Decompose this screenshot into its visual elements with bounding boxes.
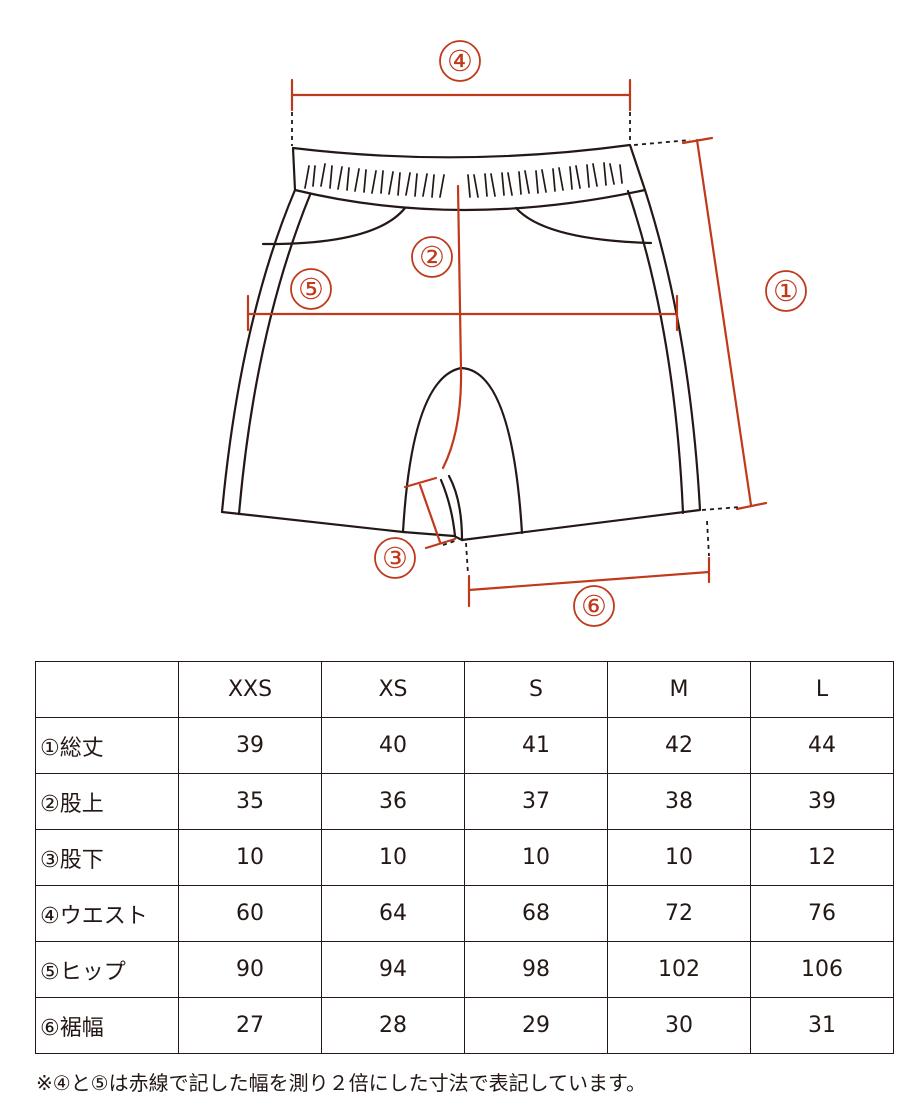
size-chart-table: XXS XS S M L ①総丈 39 40 41 42 44 ②股上 35 3… — [35, 661, 894, 1054]
marker-hip: ⑤ — [290, 268, 332, 310]
table-cell: 10 — [464, 829, 608, 886]
svg-text:④: ④ — [447, 44, 473, 78]
table-cell: 44 — [750, 717, 894, 774]
header-size-xxs: XXS — [178, 661, 322, 718]
table-cell: 98 — [464, 941, 608, 998]
right-side-stripe — [626, 189, 685, 515]
svg-text:⑤: ⑤ — [298, 272, 324, 306]
shorts-body — [220, 143, 702, 542]
waistband-lower-edge — [293, 188, 647, 212]
header-size-s: S — [464, 661, 608, 718]
table-row: ②股上 35 36 37 38 39 — [35, 773, 894, 830]
inseam-line — [418, 483, 442, 544]
table-row: ⑥裾幅 27 28 29 30 31 — [35, 997, 894, 1054]
footnote: ※④と⑤は赤線で記した幅を測り２倍にした寸法で表記しています。 — [36, 1071, 647, 1095]
left-side-stripe — [237, 193, 312, 516]
marker-waist: ④ — [439, 40, 481, 82]
extension-lines — [291, 112, 741, 575]
right-pocket-line — [514, 206, 653, 245]
table-cell: 10 — [321, 829, 465, 886]
marker-inseam: ③ — [374, 537, 416, 579]
table-cell: 60 — [178, 885, 322, 942]
table-cell: 72 — [607, 885, 751, 942]
total-length-line — [695, 138, 753, 507]
table-cell: 102 — [607, 941, 751, 998]
table-cell: 30 — [607, 997, 751, 1054]
table-cell: 39 — [178, 717, 322, 774]
table-cell: 106 — [750, 941, 894, 998]
table-cell: 37 — [464, 773, 608, 830]
table-row: ①総丈 39 40 41 42 44 — [35, 717, 894, 774]
crotch-arch — [401, 366, 524, 535]
table-cell: 76 — [750, 885, 894, 942]
table-cell: 39 — [750, 773, 894, 830]
header-size-l: L — [750, 661, 894, 718]
svg-text:①: ① — [773, 274, 799, 308]
table-row: ⑤ヒップ 90 94 98 102 106 — [35, 941, 894, 998]
header-size-m: M — [607, 661, 751, 718]
table-cell: 27 — [178, 997, 322, 1054]
marker-rise: ② — [411, 236, 453, 278]
marker-hem-width: ⑥ — [573, 585, 615, 627]
table-cell: 41 — [464, 717, 608, 774]
hem-width-line — [467, 570, 711, 592]
left-pocket-line — [261, 206, 407, 246]
measurement-lines — [246, 78, 768, 608]
table-row: ④ウエスト 60 64 68 72 76 — [35, 885, 894, 942]
crotch-seam — [439, 478, 457, 538]
table-cell: 90 — [178, 941, 322, 998]
table-cell: 64 — [321, 885, 465, 942]
table-cell: 29 — [464, 997, 608, 1054]
table-cell: 38 — [607, 773, 751, 830]
table-cell: 10 — [178, 829, 322, 886]
rise-line — [441, 184, 463, 470]
table-cell: 12 — [750, 829, 894, 886]
svg-text:②: ② — [419, 240, 445, 274]
table-cell: 94 — [321, 941, 465, 998]
table-row: ③股下 10 10 10 10 12 — [35, 829, 894, 886]
header-corner-cell — [35, 661, 179, 718]
table-cell: 35 — [178, 773, 322, 830]
row-label: ②股上 — [35, 773, 179, 830]
svg-text:⑥: ⑥ — [581, 589, 607, 623]
row-label: ⑤ヒップ — [35, 941, 179, 998]
row-label: ③股下 — [35, 829, 179, 886]
table-cell: 28 — [321, 997, 465, 1054]
row-label: ⑥裾幅 — [35, 997, 179, 1054]
waistband-elastic — [304, 162, 623, 198]
header-size-xs: XS — [321, 661, 465, 718]
table-cell: 10 — [607, 829, 751, 886]
marker-total-length: ① — [765, 270, 807, 312]
row-label: ④ウエスト — [35, 885, 179, 942]
table-cell: 31 — [750, 997, 894, 1054]
table-cell: 68 — [464, 885, 608, 942]
svg-text:③: ③ — [382, 541, 408, 575]
shorts-diagram: ④ ⑤ ② ① ③ ⑥ — [220, 40, 807, 627]
crotch-seam-right — [447, 474, 464, 542]
table-cell: 36 — [321, 773, 465, 830]
table-header-row: XXS XS S M L — [35, 661, 894, 718]
table-cell: 40 — [321, 717, 465, 774]
row-label: ①総丈 — [35, 717, 179, 774]
shorts-outline — [220, 143, 702, 542]
table-cell: 42 — [607, 717, 751, 774]
